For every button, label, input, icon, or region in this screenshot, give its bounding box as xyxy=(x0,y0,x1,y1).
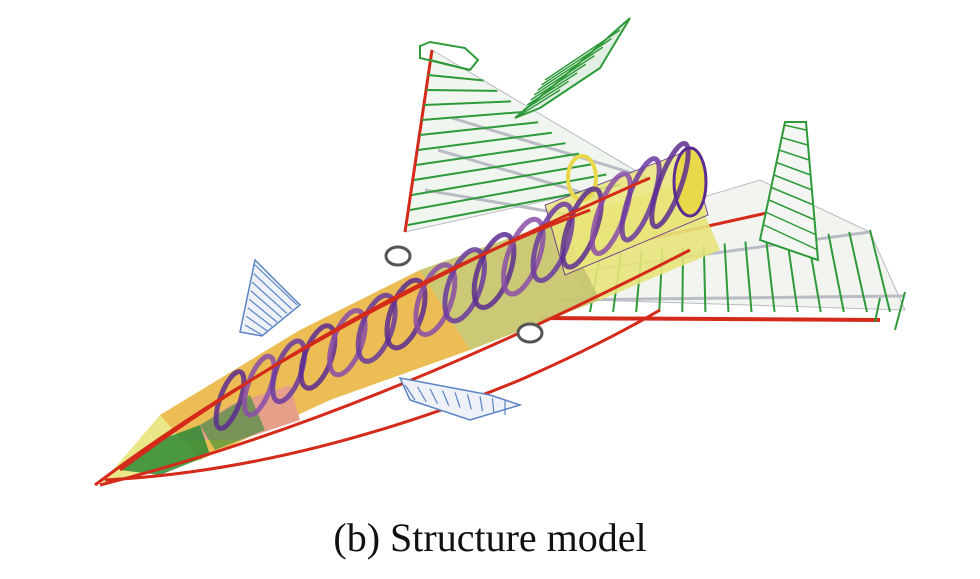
figure-caption: (b) Structure model xyxy=(333,515,647,560)
fuselage-frames xyxy=(213,140,691,431)
vertical-tail xyxy=(758,121,820,262)
wheels xyxy=(384,245,544,344)
canards xyxy=(239,258,523,421)
aircraft-structure-model-icon xyxy=(94,17,906,487)
left-wing xyxy=(403,17,650,233)
structure-model-illustration xyxy=(94,17,906,487)
